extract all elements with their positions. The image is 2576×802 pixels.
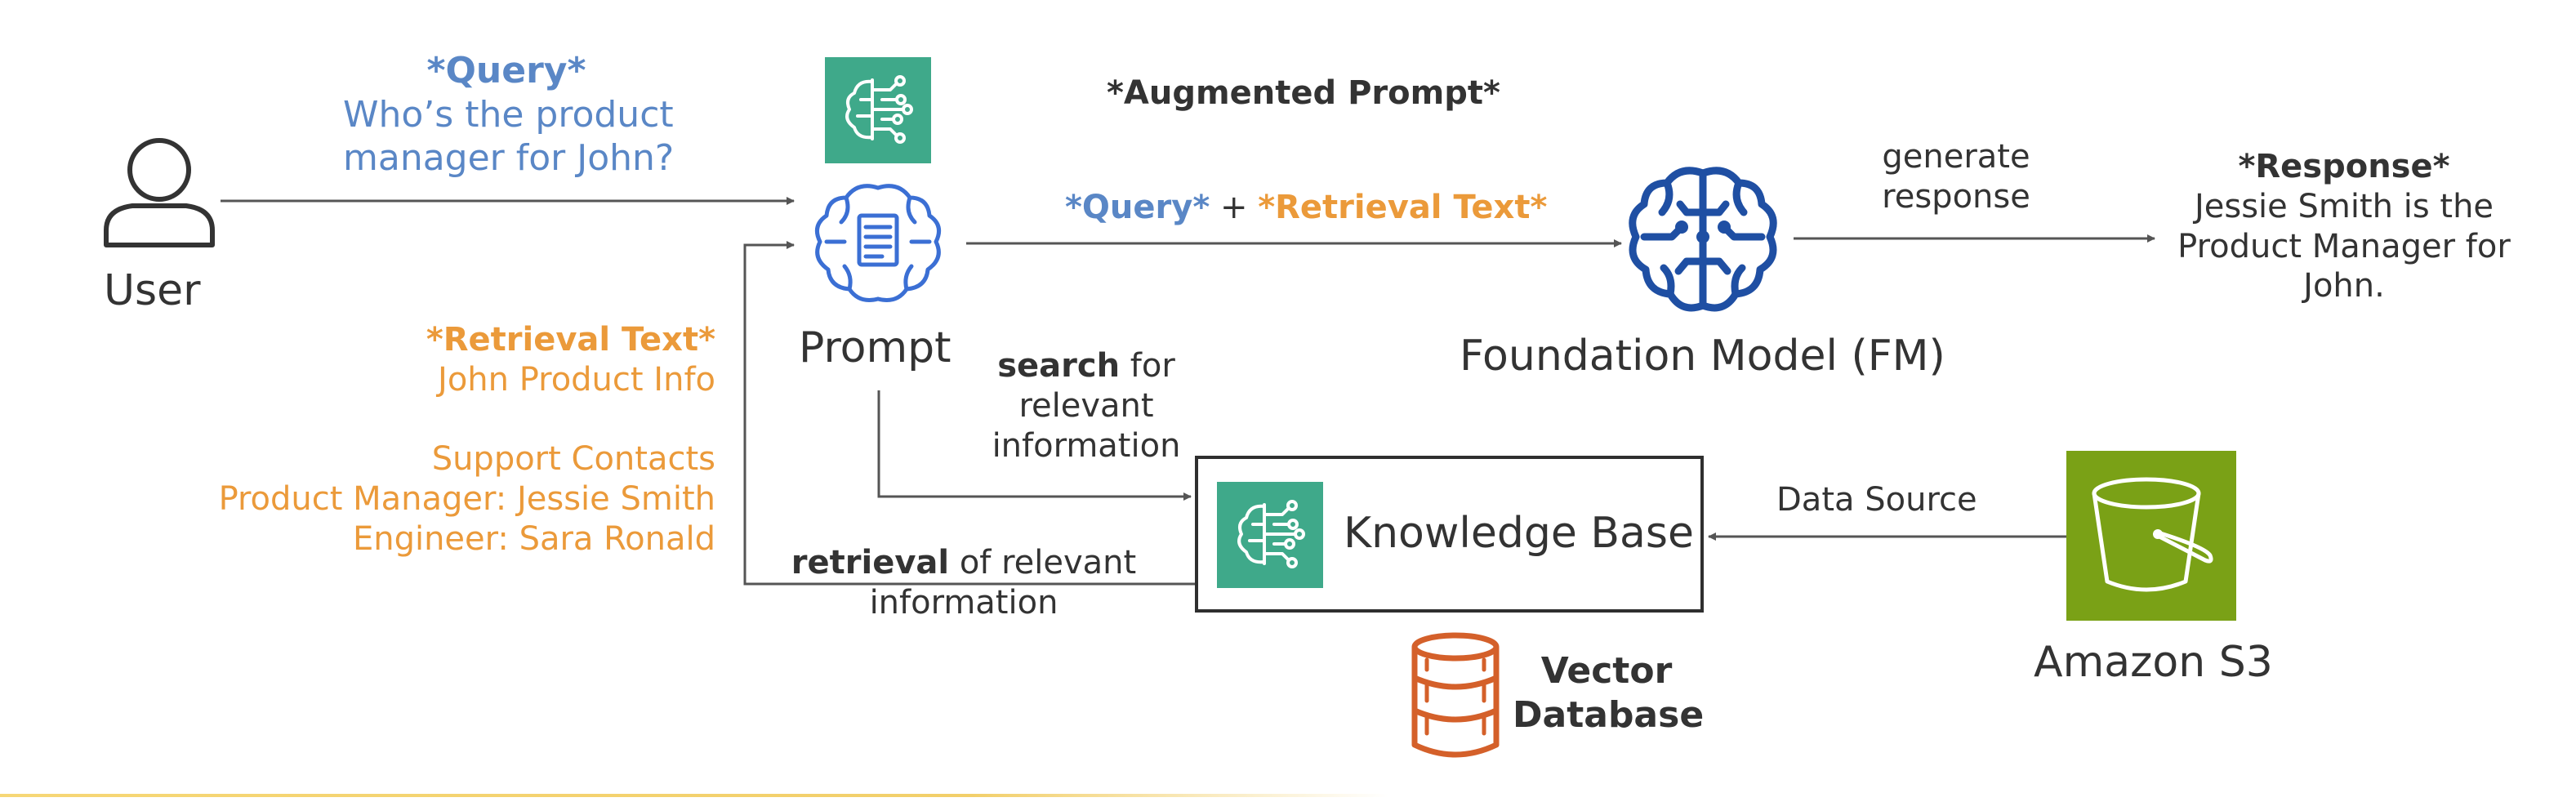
user-icon [104,138,215,247]
search-line2: relevant [1018,386,1154,425]
prompt-label: Prompt [799,323,952,372]
search-label: search for relevant information [964,346,1209,466]
retrieval-label: retrieval of relevant information [784,543,1143,623]
augmented-prompt-line: *Query* + *Retrieval Text* [1065,188,1547,228]
retrieval-text-line1: John Product Info [438,360,715,399]
response-line1: Jessie Smith is the [2194,187,2494,225]
vector-database-icon [1411,632,1500,758]
prompt-brain-icon [814,184,942,302]
vector-database-label: Vector Database [1513,649,1705,737]
augmented-retrieval-tag: *Retrieval Text* [1258,189,1548,226]
retrieval-text-block: *Retrieval Text* John Product Info Suppo… [163,320,715,559]
response-line3: John. [2303,267,2385,305]
foundation-model-icon [1629,167,1777,312]
bottom-rule [0,794,1388,797]
search-rest: for [1120,347,1175,385]
search-arrow [877,390,1192,501]
s3-label: Amazon S3 [2034,638,2273,687]
query-block: *Query* Who’s the product manager for Jo… [343,49,675,180]
data-source-label: Data Source [1776,481,1977,519]
augmented-prompt-title: *Augmented Prompt* [1107,74,1500,112]
retrieval-arrow [743,241,1195,586]
generate-line2: response [1882,177,2030,216]
knowledge-base-box [1195,456,1704,613]
retrieval-text-line3: Product Manager: Jessie Smith [218,480,715,519]
response-line2: Product Manager for [2177,227,2511,265]
vector-line2: Database [1513,693,1705,736]
search-bold: search [997,347,1121,385]
retrieval-text-tag: *Retrieval Text* [426,321,715,359]
query-tag: *Query* [426,50,586,91]
vector-line1: Vector [1540,650,1673,692]
search-line3: information [992,426,1181,465]
retrieval-bold: retrieval [791,544,950,581]
retrieval-rest: of relevant [949,544,1137,581]
bedrock-icon [825,57,931,163]
generate-response-label: generate response [1854,137,2058,217]
query-line1: Who’s the product [343,93,674,136]
s3-bucket-icon [2066,451,2236,621]
retrieval-text-line2: Support Contacts [431,440,715,479]
user-label: User [104,266,201,315]
knowledge-base-bedrock-icon [1217,482,1323,588]
augmented-query-tag: *Query* [1065,189,1210,226]
response-block: *Response* Jessie Smith is the Product M… [2156,147,2532,306]
fm-label: Foundation Model (FM) [1460,332,1945,381]
generate-line1: generate [1882,138,2030,176]
augmented-plus: + [1219,189,1248,226]
retrieval-line2: information [869,583,1058,622]
retrieval-text-spacer [163,400,715,440]
knowledge-base-label: Knowledge Base [1344,509,1694,558]
query-line2: manager for John? [343,137,675,180]
retrieval-text-line4: Engineer: Sara Ronald [352,519,715,558]
response-tag: *Response* [2238,148,2450,185]
